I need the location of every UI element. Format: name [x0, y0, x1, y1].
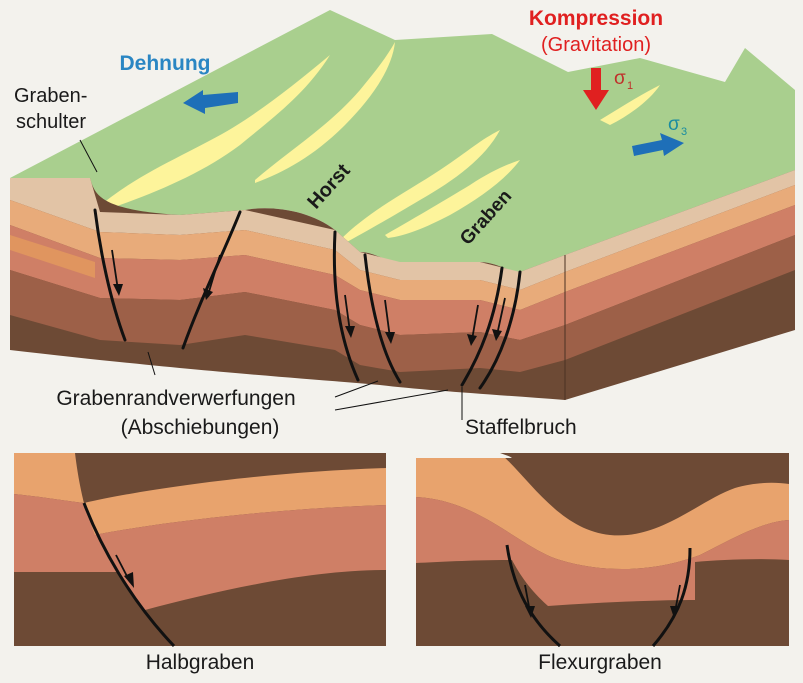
- halbgraben-panel: [14, 453, 386, 648]
- fault-arrow-5: [471, 304, 479, 341]
- halbgraben-fault: [82, 502, 176, 648]
- front-layer-orange: [10, 200, 565, 310]
- flexurgraben-fault-left: [505, 544, 561, 648]
- halbgraben-label: Halbgraben: [146, 651, 255, 674]
- dehnung-arrow: [183, 90, 238, 114]
- grabenschulter-label-line2: schulter: [16, 111, 86, 133]
- sigma1-label: σ: [614, 68, 626, 89]
- flexurgraben-label: Flexurgraben: [538, 651, 662, 674]
- leader-grabenschulter: [79, 139, 98, 173]
- fault-arrow-3: [344, 294, 351, 333]
- sigma3-arrow: [632, 133, 684, 156]
- front-band-left: [10, 235, 95, 278]
- leader-grabenrand-3: [334, 389, 449, 411]
- fault-arrow-2: [207, 254, 221, 296]
- fault-left-outer: [93, 208, 127, 342]
- sigma1-subscript: 1: [627, 80, 633, 92]
- fault-arrow-4: [384, 299, 391, 339]
- leader-grabenrand-1: [147, 351, 156, 376]
- fault-arrowhead-1: [113, 284, 123, 296]
- dehnung-label: Dehnung: [120, 52, 211, 75]
- flexurgraben-top-orange: [416, 453, 789, 570]
- flexurgraben-panel: [416, 453, 789, 648]
- halbgraben-footwall-orange: [14, 453, 84, 503]
- grabenschulter-label-line1: Graben-: [14, 85, 87, 107]
- leader-lines: [79, 139, 463, 420]
- surface-sand-5: [600, 85, 660, 125]
- fault-mid-4: [478, 270, 522, 390]
- side-layer-3: [565, 205, 795, 325]
- fault-mid-3: [460, 266, 504, 387]
- grabenrand-label-line1: Grabenrandverwerfungen: [56, 387, 295, 410]
- side-layer-1: [565, 170, 795, 272]
- grabenrand-label-line2: (Abschiebungen): [121, 416, 280, 439]
- flexurgraben-salmon: [416, 497, 789, 606]
- halbgraben-hw-orange: [84, 468, 386, 535]
- leader-grabenrand-2: [334, 380, 379, 398]
- flexurgraben-fault-right: [651, 547, 692, 647]
- fault-arrowhead-3: [345, 326, 355, 338]
- fault-mid-2: [363, 253, 402, 384]
- fault-arrowheads: [113, 284, 502, 346]
- staffelbruch-label: Staffelbruch: [465, 416, 577, 439]
- fault-arrow-1: [111, 249, 119, 291]
- sigma3-arrow-shape: [632, 133, 684, 156]
- halbgraben-hw-salmon: [95, 505, 386, 610]
- surface-sand-1: [95, 55, 330, 212]
- fault-left-inner: [181, 210, 242, 350]
- fault-lines: [93, 208, 522, 390]
- fault-arrowhead-6: [492, 329, 502, 341]
- halbgraben-footwall-salmon: [14, 494, 118, 572]
- flexurgraben-top-cream: [416, 453, 512, 458]
- halbgraben-fault-arrowhead: [124, 572, 134, 588]
- fault-mid-1: [332, 230, 360, 382]
- side-layer-2: [565, 185, 795, 292]
- fault-arrows: [111, 249, 506, 341]
- fault-arrowhead-5: [467, 334, 477, 346]
- sigma3-subscript: 3: [681, 126, 687, 138]
- front-layer-light: [10, 178, 565, 290]
- flexurgraben-arrowhead-left: [525, 606, 535, 618]
- flexurgraben-arrowhead-right: [670, 606, 680, 618]
- front-layer-brown: [10, 270, 565, 372]
- surface-sand-2: [255, 42, 395, 183]
- surface-sand-3: [340, 130, 500, 243]
- sigma1-arrow: [583, 68, 609, 110]
- kompression-label: Kompression: [529, 7, 663, 30]
- sigma3-label: σ: [668, 114, 680, 135]
- front-layer-salmon: [10, 225, 565, 340]
- dehnung-arrow-shape: [183, 90, 238, 114]
- side-layer-4: [565, 235, 795, 360]
- fault-arrow-6: [496, 297, 506, 336]
- sigma1-arrow-shape: [583, 68, 609, 110]
- fault-arrowhead-2: [203, 288, 213, 300]
- surface-sand-4: [385, 160, 520, 238]
- fault-arrowhead-4: [385, 332, 395, 344]
- gravitation-label: (Gravitation): [541, 34, 651, 56]
